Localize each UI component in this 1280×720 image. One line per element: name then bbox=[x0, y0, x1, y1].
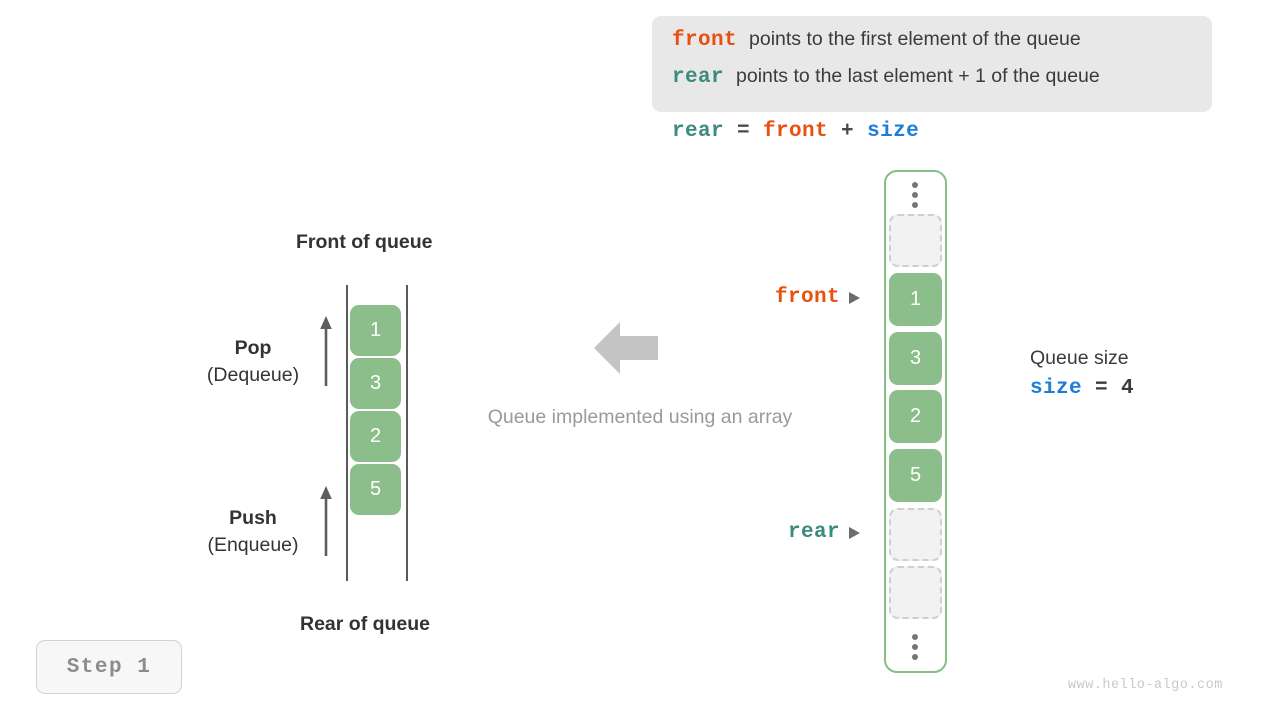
transition-arrow-left-icon bbox=[594, 322, 658, 374]
rear-pointer-arrow-icon bbox=[849, 526, 860, 539]
front-pointer-arrow-icon bbox=[849, 291, 860, 304]
watermark: www.hello-algo.com bbox=[1068, 678, 1223, 693]
legend-key-front: front bbox=[672, 29, 738, 52]
array-slot-empty bbox=[889, 566, 942, 619]
queue-cell: 3 bbox=[350, 358, 401, 409]
array-bottom-ellipsis-icon bbox=[909, 634, 921, 660]
queue-size-title: Queue size bbox=[1030, 347, 1129, 369]
formula-size-token: size bbox=[867, 120, 920, 143]
array-slot-filled: 1 bbox=[889, 273, 942, 326]
push-label: Push bbox=[229, 507, 277, 529]
formula-rear-token: rear bbox=[672, 120, 725, 143]
legend-key-rear: rear bbox=[672, 66, 725, 89]
queue-rail-right bbox=[406, 285, 408, 581]
push-sublabel: (Enqueue) bbox=[207, 534, 299, 556]
queue-cell: 2 bbox=[350, 411, 401, 462]
pop-label: Pop bbox=[234, 337, 272, 359]
array-slot-filled: 5 bbox=[889, 449, 942, 502]
queue-cell: 1 bbox=[350, 305, 401, 356]
formula-plus: + bbox=[828, 120, 868, 143]
formula-front-token: front bbox=[763, 120, 829, 143]
queue-rail-left bbox=[346, 285, 348, 581]
array-slot-filled: 3 bbox=[889, 332, 942, 385]
queue-size-expression: size = 4 bbox=[1030, 373, 1134, 405]
queue-cell: 5 bbox=[350, 464, 401, 515]
front-pointer-text: front bbox=[774, 286, 840, 309]
array-container bbox=[884, 170, 947, 673]
rear-pointer-text: rear bbox=[787, 521, 840, 544]
array-slot-empty bbox=[889, 214, 942, 267]
pop-operation-label: Pop (Dequeue) bbox=[190, 335, 316, 389]
legend-text-rear: points to the last element + 1 of the qu… bbox=[736, 65, 1100, 87]
rear-pointer-label: rear bbox=[700, 521, 860, 544]
array-slot-empty bbox=[889, 508, 942, 561]
size-value-token: = 4 bbox=[1082, 377, 1135, 400]
rear-formula: rear = front + size bbox=[672, 120, 919, 143]
diagram-caption: Queue implemented using an array bbox=[487, 406, 793, 428]
pointer-legend-box: front points to the first element of the… bbox=[652, 16, 1212, 112]
formula-equals: = bbox=[724, 120, 764, 143]
size-variable-token: size bbox=[1030, 377, 1083, 400]
legend-text-front: points to the first element of the queue bbox=[749, 28, 1081, 50]
front-of-queue-label: Front of queue bbox=[296, 231, 433, 253]
pop-sublabel: (Dequeue) bbox=[206, 364, 300, 386]
legend-line-rear: rear points to the last element + 1 of t… bbox=[672, 65, 1194, 102]
rear-of-queue-label: Rear of queue bbox=[300, 613, 431, 635]
push-operation-label: Push (Enqueue) bbox=[190, 505, 316, 559]
array-slot-filled: 2 bbox=[889, 390, 942, 443]
queue-size-block: Queue size size = 4 bbox=[1030, 343, 1134, 405]
legend-line-front: front points to the first element of the… bbox=[672, 28, 1194, 65]
array-top-ellipsis-icon bbox=[909, 182, 921, 208]
push-arrow-up-icon bbox=[320, 486, 332, 556]
step-badge: Step 1 bbox=[36, 640, 182, 694]
pop-arrow-up-icon bbox=[320, 316, 332, 386]
front-pointer-label: front bbox=[700, 286, 860, 309]
